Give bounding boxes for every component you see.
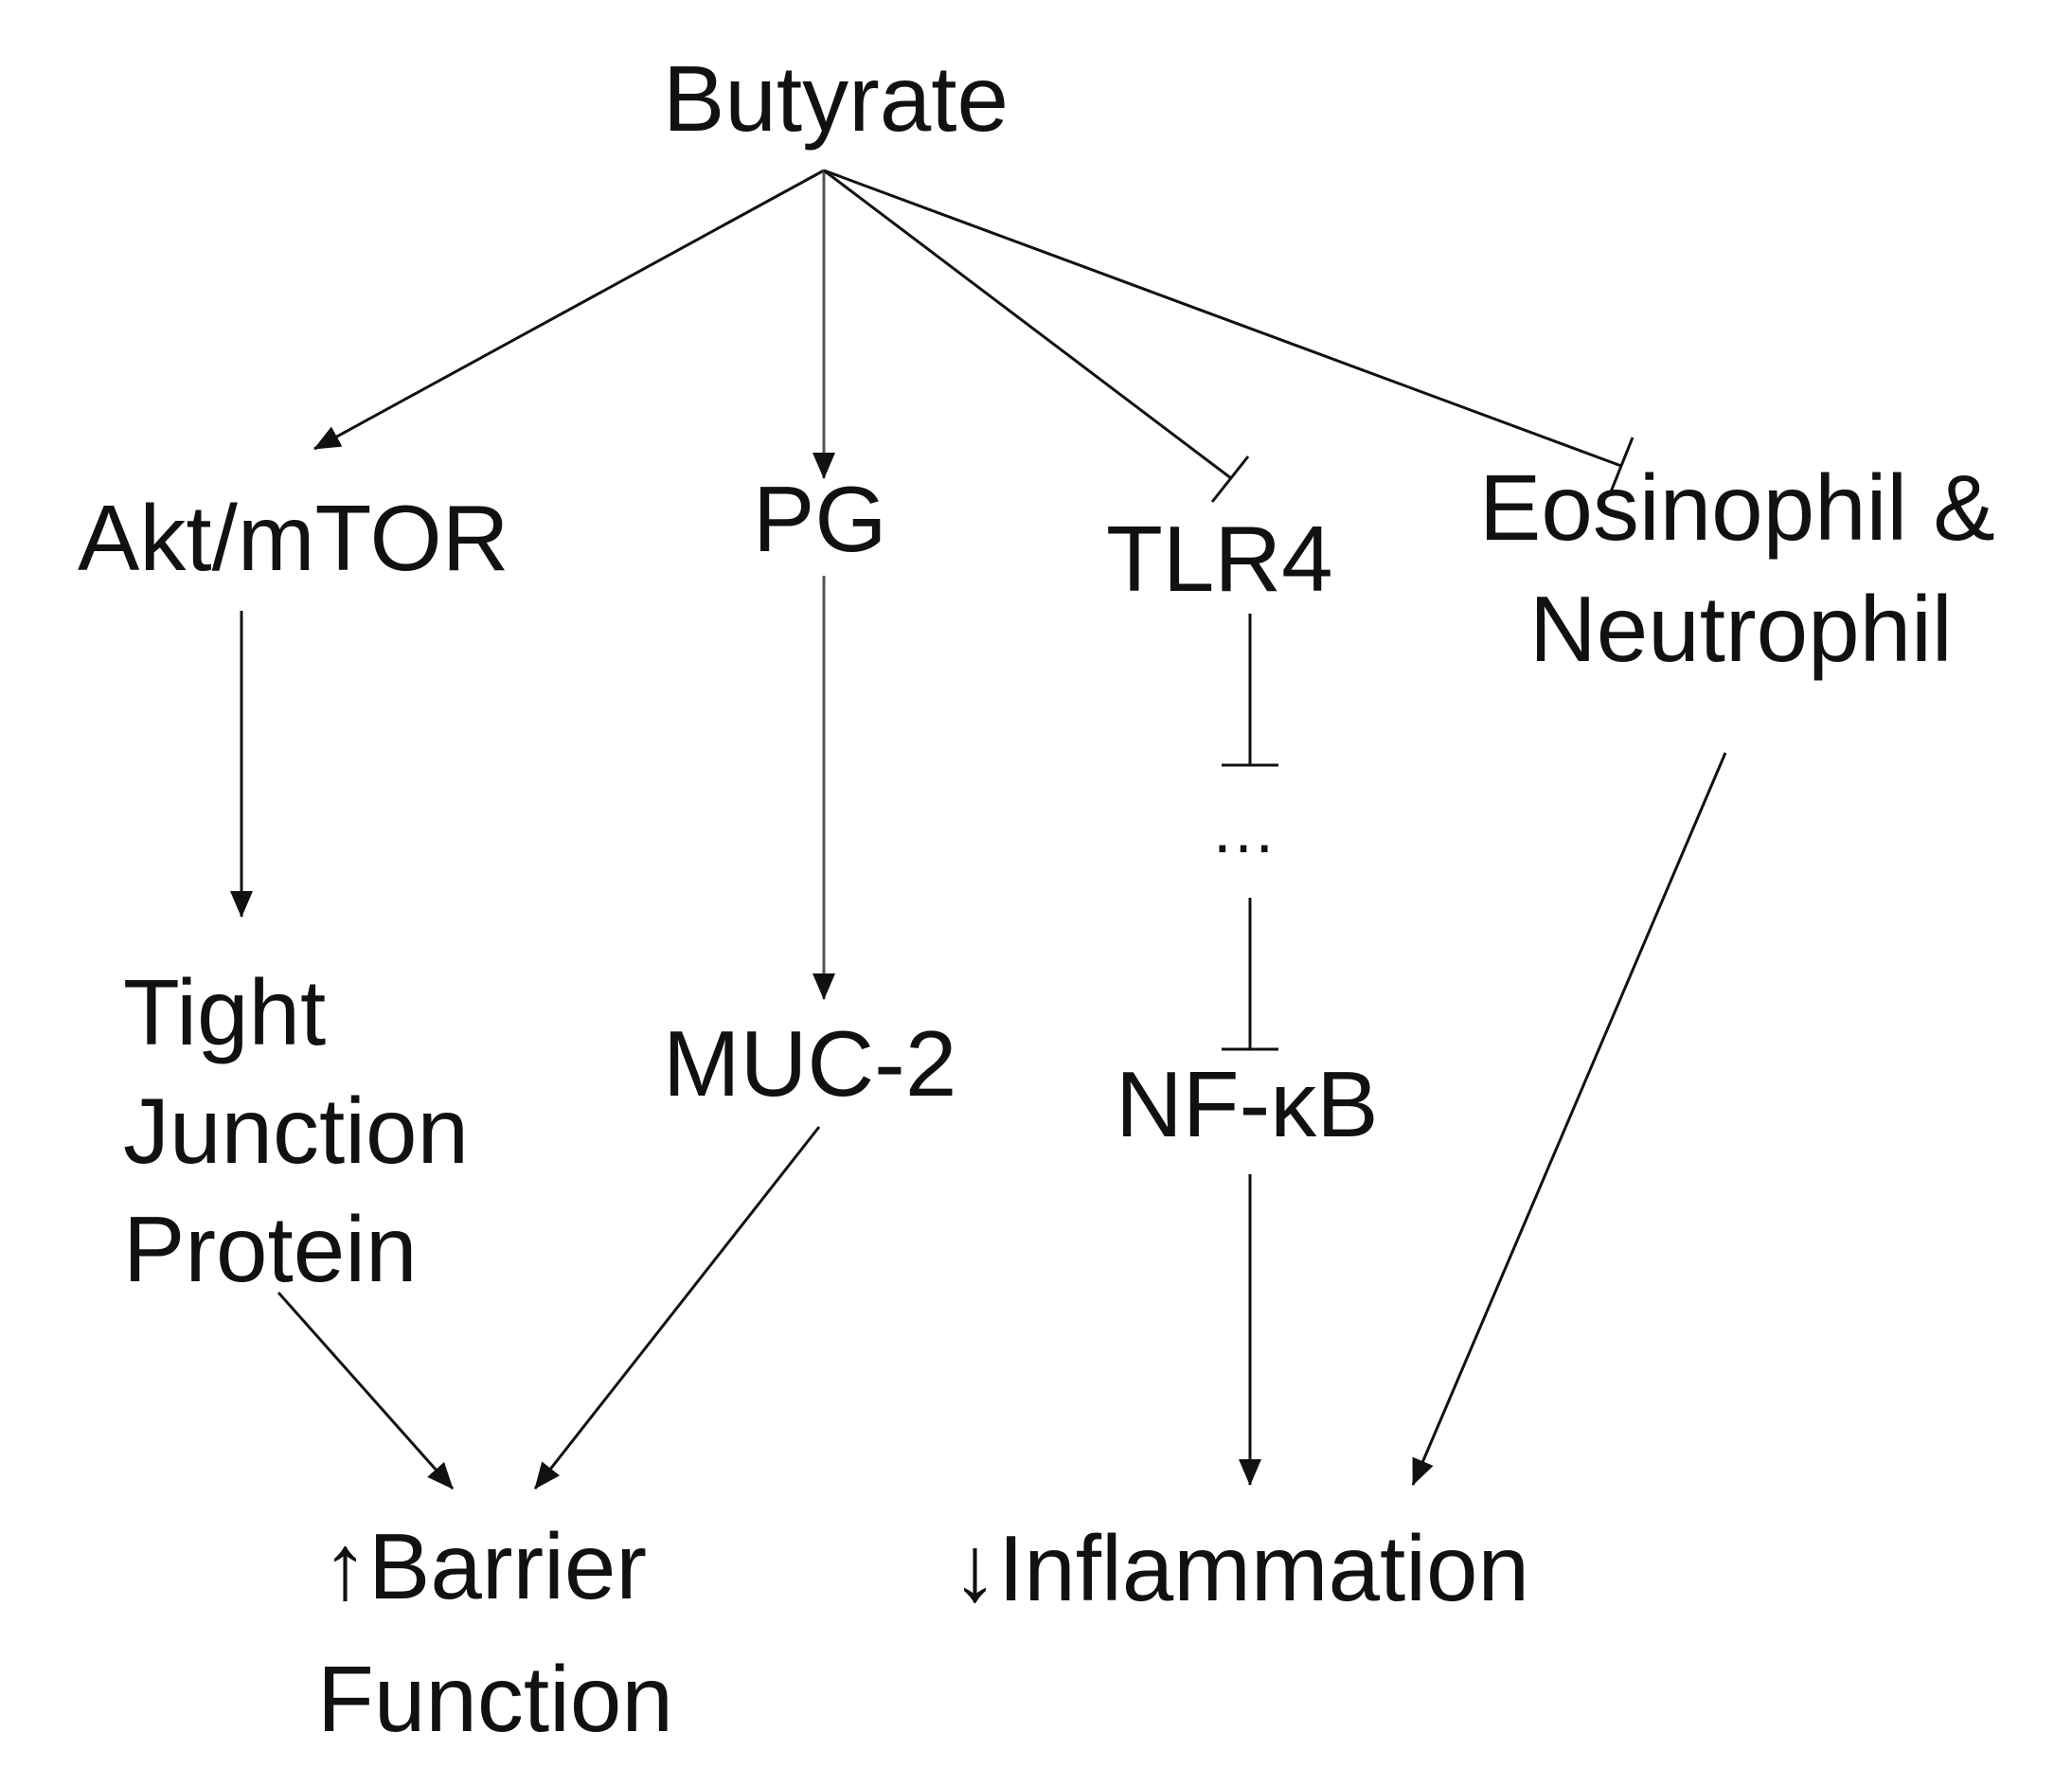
node-muc2: MUC-2 (663, 1011, 956, 1116)
node-nfkb: NF-κB (1116, 1052, 1379, 1156)
node-barrier-line1: ↑Barrier (322, 1514, 647, 1618)
node-tight-junction-line1: Tight (123, 960, 326, 1064)
node-pg: PG (753, 467, 887, 571)
edge-eosinophil-to-inflammation (1411, 752, 1727, 1486)
node-barrier-line2: Function (317, 1647, 673, 1751)
node-tlr4: TLR4 (1106, 507, 1333, 611)
node-ellipsis: … (1210, 793, 1277, 866)
node-butyrate: Butyrate (663, 46, 1009, 151)
edge-butyrate-to-akt-mtor (313, 169, 825, 451)
node-akt-mtor: Akt/mTOR (78, 486, 509, 590)
edge-butyrate-to-tlr4 (823, 169, 1232, 480)
node-inflammation: ↓Inflammation (952, 1516, 1529, 1620)
node-tight-junction-line2: Junction (123, 1079, 469, 1183)
edge-muc2-to-barrier (533, 1126, 821, 1490)
node-tight-junction-line3: Protein (123, 1197, 418, 1301)
inhibition-bar-tlr4 (1210, 455, 1250, 503)
edge-butyrate-to-eosinophil (823, 169, 1622, 468)
inhibition-bar-eosinophil (1608, 437, 1634, 495)
node-eosinophil-line1: Eosinophil & (1479, 455, 1995, 560)
edge-tight-junction-to-barrier (277, 1292, 455, 1490)
node-eosinophil-line2: Neutrophil (1529, 577, 1953, 681)
